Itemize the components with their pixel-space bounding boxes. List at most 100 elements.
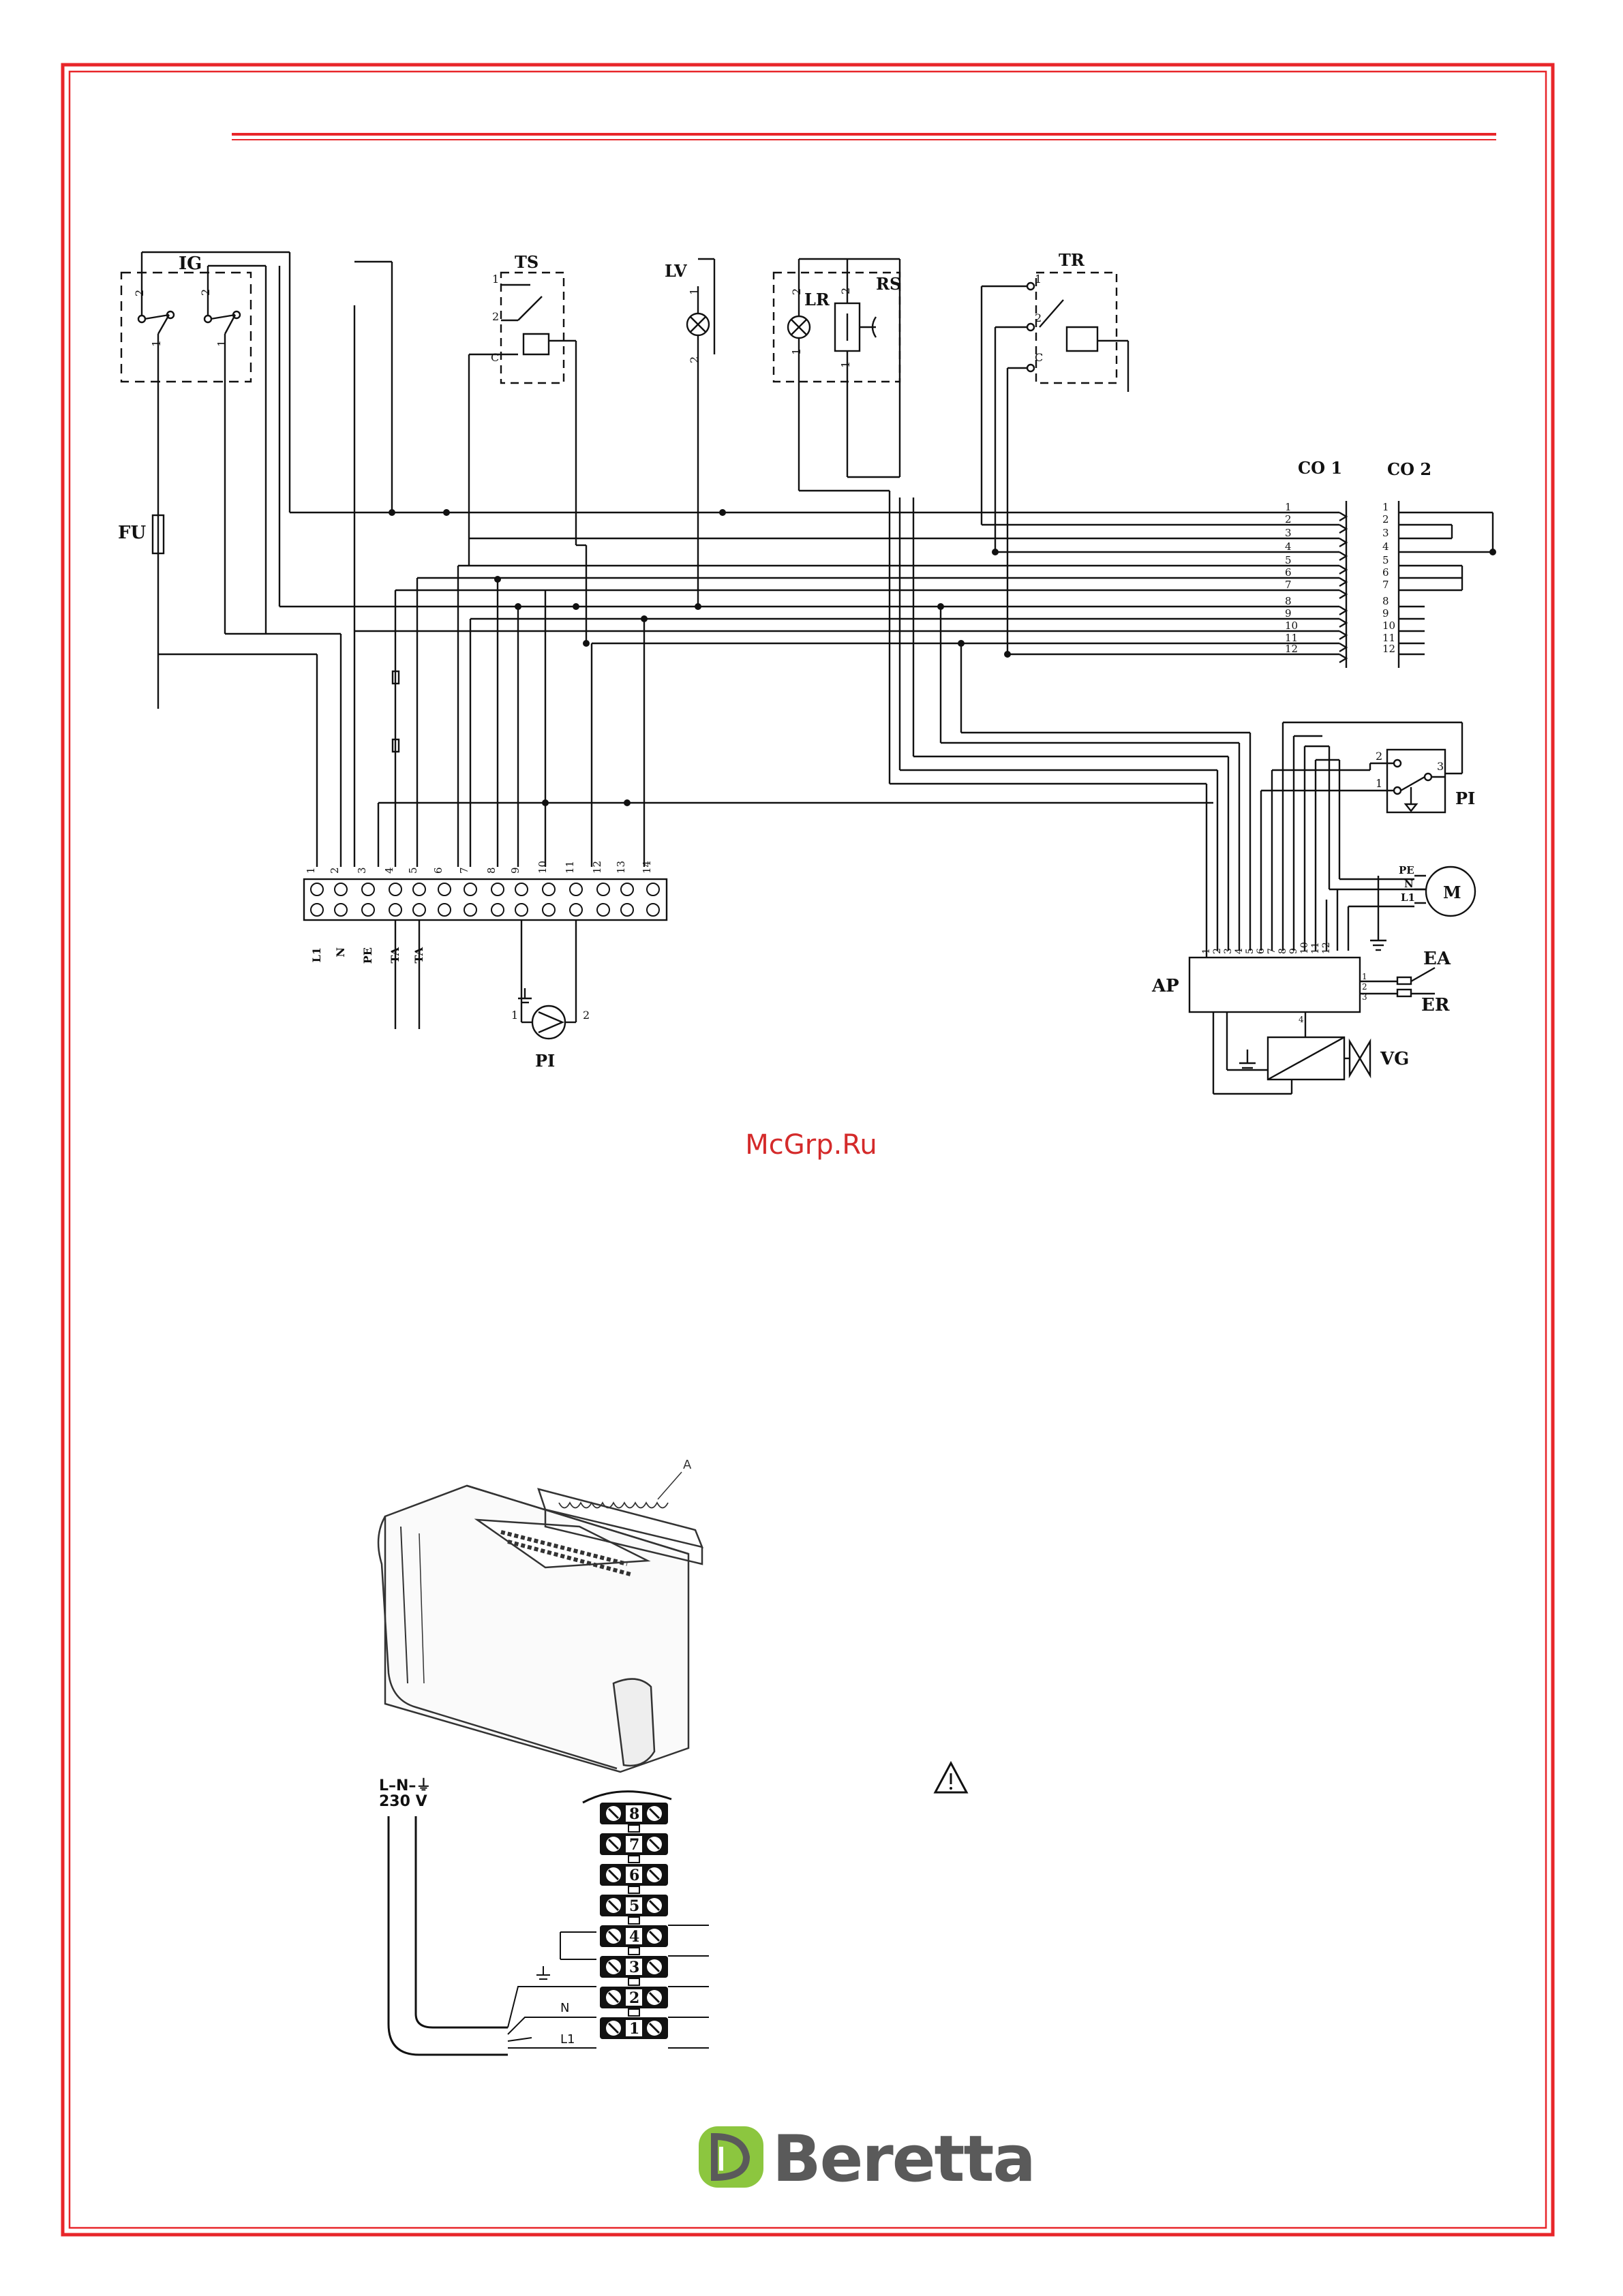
connector-co1 bbox=[1339, 501, 1346, 668]
terminal-number: 3 bbox=[356, 867, 368, 874]
pump-pin-1: 1 bbox=[511, 1009, 518, 1022]
terminal-number: 2 bbox=[329, 867, 341, 874]
wiring-terminal-number: 4 bbox=[629, 1928, 639, 1946]
label-pressostat: PI bbox=[1455, 789, 1475, 808]
label-lr: LR bbox=[804, 290, 830, 309]
control-board-ap bbox=[1189, 951, 1435, 1012]
terminal-number: 4 bbox=[383, 867, 395, 874]
ts-contact-c: C bbox=[491, 351, 499, 364]
terminal-number: 1 bbox=[305, 867, 317, 874]
ap-pin: 2 bbox=[1212, 948, 1223, 954]
terminal-label: PE bbox=[361, 947, 374, 964]
thermostat-tr bbox=[982, 273, 1128, 654]
ap-side-pin-3: 3 bbox=[1362, 992, 1367, 1002]
terminal-label: TA bbox=[412, 947, 425, 963]
ig-contact-1a: 1 bbox=[150, 340, 163, 347]
co2-pin: 7 bbox=[1382, 579, 1389, 591]
pressostat-pin-labels: 2 1 3 bbox=[1376, 750, 1444, 790]
ap-feed-lines bbox=[890, 491, 1462, 951]
label-a: A bbox=[683, 1458, 692, 1472]
ap-pin: 8 bbox=[1277, 948, 1288, 954]
beretta-logo: Beretta bbox=[699, 2122, 1035, 2196]
terminal-number: 7 bbox=[458, 867, 470, 874]
wiring-terminal-number: 5 bbox=[629, 1897, 639, 1915]
gas-valve-vg bbox=[1213, 1012, 1370, 1094]
voltage-label: 230 V bbox=[379, 1793, 427, 1810]
label-lv: LV bbox=[665, 261, 687, 281]
terminal-separator bbox=[628, 1886, 639, 1893]
output-wires bbox=[668, 1925, 709, 2048]
ts-contact-1: 1 bbox=[492, 273, 499, 286]
ap-pin: 12 bbox=[1321, 942, 1332, 954]
terminal-strip bbox=[304, 879, 667, 1029]
label-motor: M bbox=[1443, 883, 1461, 902]
label-co2: CO 2 bbox=[1387, 459, 1431, 479]
safety-thermostat-ts bbox=[469, 273, 576, 566]
main-switch-ig bbox=[121, 252, 290, 709]
warning-icon bbox=[935, 1763, 967, 1792]
lv-pin-1: 1 bbox=[688, 288, 701, 295]
co1-pin: 8 bbox=[1285, 595, 1292, 607]
co2-pin: 1 bbox=[1382, 501, 1389, 513]
ground-symbol-wiring bbox=[536, 1966, 550, 1979]
co1-pin: 9 bbox=[1285, 607, 1292, 619]
header-rule bbox=[232, 134, 1496, 140]
wiring-terminal-number: 1 bbox=[629, 2020, 639, 2038]
label-ig: IG bbox=[179, 254, 202, 274]
co2-pin: 10 bbox=[1382, 619, 1395, 632]
co1-pin: 2 bbox=[1285, 513, 1292, 525]
motor-pin-pe: PE bbox=[1399, 864, 1414, 876]
tr-contact-1: 1 bbox=[1035, 273, 1042, 286]
lamp-lv bbox=[687, 259, 714, 607]
co1-pin: 1 bbox=[1285, 501, 1292, 513]
wire-n-label: N bbox=[560, 2001, 569, 2015]
co2-pin: 4 bbox=[1382, 540, 1389, 553]
ap-pin: 9 bbox=[1288, 948, 1299, 954]
terminal-number: 9 bbox=[509, 867, 521, 874]
terminal-label: N bbox=[334, 947, 347, 958]
label-vg: VG bbox=[1380, 1049, 1409, 1069]
ig-contact-2b: 2 bbox=[199, 289, 212, 296]
motor-pin-n: N bbox=[1404, 878, 1414, 890]
terminal-number: 8 bbox=[485, 867, 498, 874]
ap-side-pins: 1 2 3 4 bbox=[1299, 972, 1367, 1024]
co2-pin: 3 bbox=[1382, 527, 1389, 539]
terminal-number: 14 bbox=[641, 861, 653, 874]
ap-pin: 5 bbox=[1245, 948, 1256, 954]
contact-labels: 2 1 2 1 1 2 C 1 2 2 1 2 1 1 2 C bbox=[133, 273, 1043, 368]
rs-pin-1: 1 bbox=[839, 361, 852, 368]
ap-pin: 1 bbox=[1201, 948, 1212, 954]
pump-pin-2: 2 bbox=[583, 1009, 590, 1022]
label-pump: PI bbox=[535, 1051, 555, 1071]
co2-pin: 8 bbox=[1382, 595, 1389, 607]
rs-pin-2: 2 bbox=[839, 288, 852, 294]
co1-pin: 3 bbox=[1285, 527, 1292, 539]
co2-pin: 9 bbox=[1382, 607, 1389, 619]
pressostat-pin-1: 1 bbox=[1376, 777, 1382, 790]
co1-pin: 12 bbox=[1285, 643, 1298, 655]
co1-pin: 7 bbox=[1285, 579, 1292, 591]
terminal-number: 10 bbox=[536, 861, 549, 874]
circulation-pump bbox=[518, 988, 576, 1039]
ap-pin: 3 bbox=[1223, 948, 1234, 954]
lr-pin-1: 1 bbox=[790, 348, 803, 355]
wiring-terminal-number: 7 bbox=[629, 1836, 639, 1854]
ig-contact-1b: 1 bbox=[215, 340, 228, 347]
terminal-number: 11 bbox=[564, 861, 576, 874]
label-tr: TR bbox=[1059, 250, 1085, 270]
pressostat-pin-2: 2 bbox=[1376, 750, 1382, 763]
wire-l1-label: L1 bbox=[560, 2032, 575, 2047]
terminal-number: 13 bbox=[615, 861, 627, 874]
label-rs: RS bbox=[876, 274, 901, 294]
label-fu: FU bbox=[118, 523, 146, 543]
terminal-number: 5 bbox=[407, 867, 419, 874]
wiring-terminal-number: 2 bbox=[629, 1989, 639, 2007]
ap-pin: 6 bbox=[1256, 948, 1266, 954]
motor-pin-labels: PE N L1 bbox=[1399, 864, 1415, 904]
label-ts: TS bbox=[515, 252, 539, 272]
